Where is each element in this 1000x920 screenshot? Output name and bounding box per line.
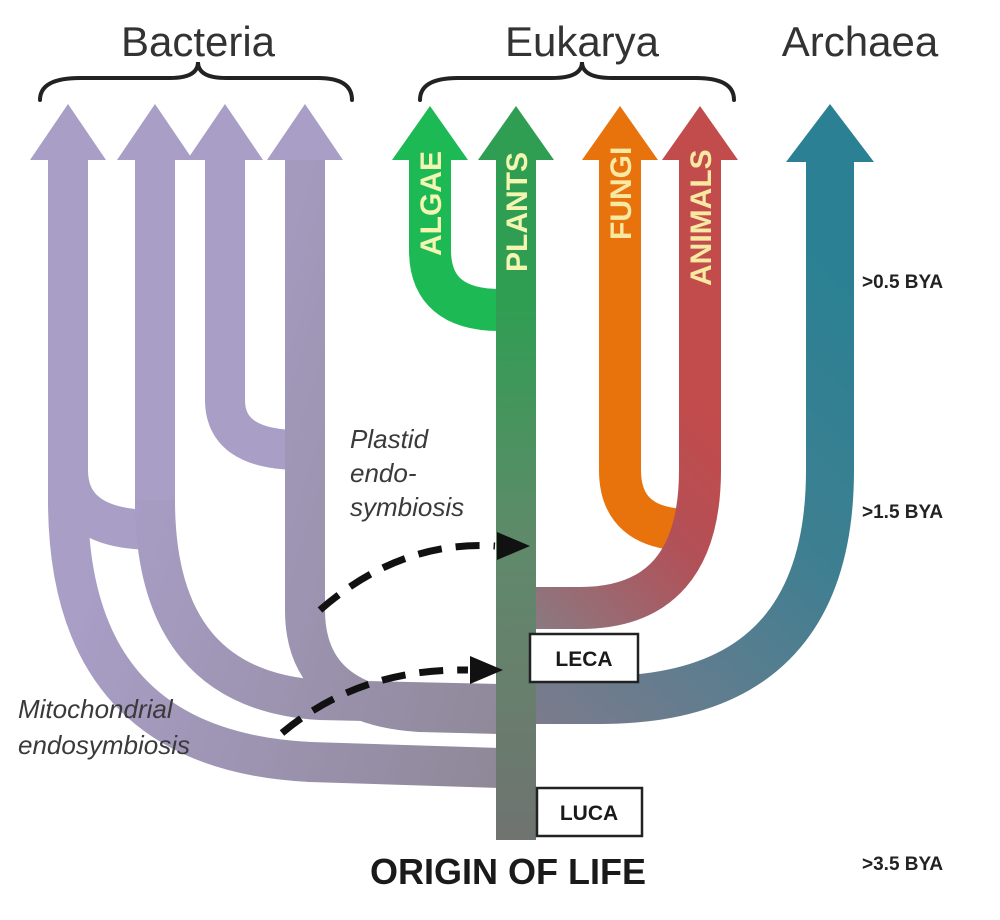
time-label-0-5: >0.5 BYA	[862, 272, 943, 293]
bacteria-arrowhead-2	[117, 104, 193, 160]
bacteria-domain-label: Bacteria	[121, 18, 276, 65]
bacteria-lineages	[30, 104, 501, 788]
animals-label: ANIMALS	[685, 149, 718, 286]
algae-arrowhead	[392, 106, 468, 160]
mitochondrial-label-line-2: endosymbiosis	[18, 730, 190, 760]
mitochondrial-endosymbiosis-arrow	[279, 656, 503, 736]
plastid-endosymbiosis-arrow	[317, 532, 530, 613]
fungi-arrowhead	[582, 106, 658, 160]
archaea-domain-label: Archaea	[782, 18, 939, 65]
origin-of-life-label: ORIGIN OF LIFE	[370, 851, 646, 892]
bacteria-arrowhead-1	[30, 104, 106, 160]
leca-box: LECA	[528, 632, 640, 684]
luca-box: LUCA	[535, 786, 644, 838]
time-label-1-5: >1.5 BYA	[862, 502, 943, 523]
plastid-label-line-2: endo-	[350, 458, 417, 488]
plants-arrowhead	[478, 106, 554, 160]
plastid-label-line-3: symbiosis	[350, 492, 464, 522]
algae-label: ALGAE	[415, 151, 448, 256]
luca-label: LUCA	[560, 802, 618, 825]
opisthokont-lineages	[515, 106, 738, 629]
time-label-3-5: >3.5 BYA	[862, 854, 943, 875]
fungi-label: FUNGI	[605, 147, 638, 240]
leca-label: LECA	[555, 648, 612, 671]
plastid-label-line-1: Plastid	[350, 424, 430, 454]
eukarya-domain-label: Eukarya	[505, 18, 660, 65]
archaea-lineage	[515, 104, 874, 724]
eukaryote-trunk	[392, 106, 554, 840]
eukarya-brace	[418, 61, 736, 102]
mitochondrial-label-line-1: Mitochondrial	[18, 694, 174, 724]
bacteria-arrowhead-4	[267, 104, 343, 160]
animals-arrowhead	[662, 106, 738, 160]
archaea-arrowhead	[786, 104, 874, 162]
bacteria-brace	[38, 61, 354, 102]
plants-label: PLANTS	[501, 152, 534, 272]
bacteria-arrowhead-3	[187, 104, 263, 160]
